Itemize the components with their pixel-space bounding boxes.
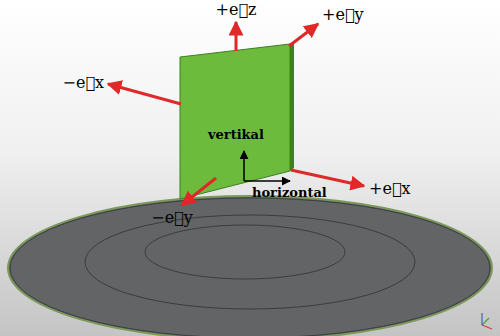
vector-label: +e⃗x	[369, 180, 411, 198]
vector-arrow	[182, 178, 216, 205]
vector-arrow	[289, 24, 318, 46]
vector-arrow	[291, 170, 364, 186]
direction-arrow	[243, 151, 245, 181]
disk-ring	[145, 225, 345, 279]
disk	[8, 196, 492, 336]
disk-ring	[85, 215, 415, 309]
axis-triad	[482, 313, 492, 329]
vector-label: −e⃗y	[151, 209, 193, 227]
vector-label: +e⃗z	[216, 1, 257, 19]
direction-arrow	[244, 180, 290, 182]
plate-edge	[290, 42, 294, 171]
direction-label: horizontal	[252, 186, 327, 200]
vector-label: +e⃗y	[322, 6, 364, 24]
vector-arrow	[108, 84, 181, 104]
vector-label: −e⃗x	[63, 74, 105, 92]
direction-label: vertikal	[208, 128, 264, 142]
vector-arrow	[235, 22, 238, 51]
disk-top	[10, 198, 490, 336]
plate	[180, 44, 290, 199]
